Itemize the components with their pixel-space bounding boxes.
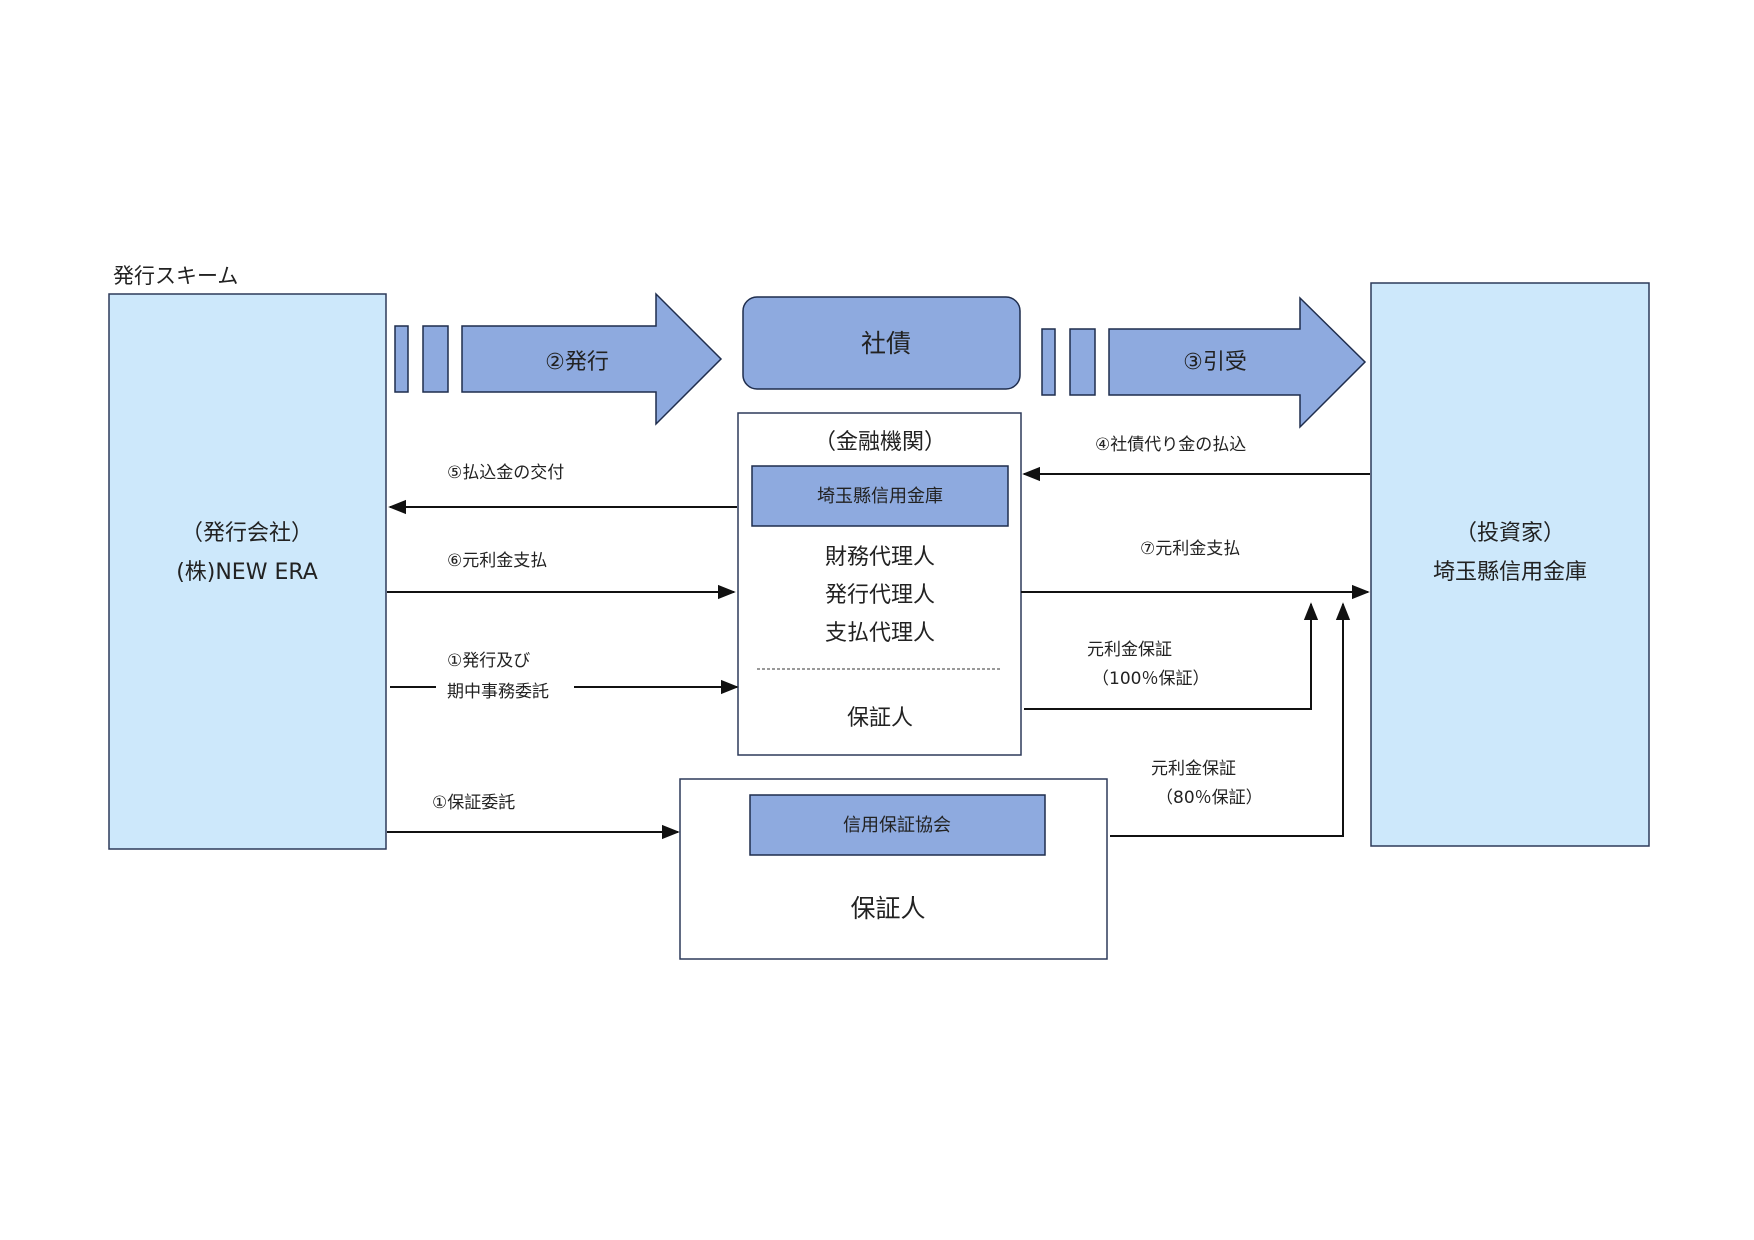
guarantee-association-name: 信用保証協会 [843,815,951,836]
financial-institution-name: 埼玉縣信用金庫 [817,486,943,507]
guarantee-association-box: 信用保証協会 保証人 [679,778,1108,960]
financial-institution-name-box [751,465,1009,527]
financial-institution-header: （金融機関） [814,430,946,455]
payment-delivery-flow: ⑤払込金の交付 [388,463,737,515]
issue-arrow-stripe-2 [422,325,449,393]
principal-interest-to-investor-label: ⑦元利金支払 [1140,539,1240,559]
bond-payment-label: ④社債代り金の払込 [1095,435,1246,455]
investor-box: （投資家） 埼玉縣信用金庫 [1370,282,1650,847]
bond-label: 社債 [861,329,911,358]
guarantee-80-label-line1: 元利金保証 [1151,759,1236,779]
financial-institution-guarantor: 保証人 [847,706,913,731]
diagram-title: 発行スキーム [113,264,238,288]
issuing-agent-role: 発行代理人 [825,583,935,608]
bond-payment-flow: ④社債代り金の払込 [1022,435,1370,482]
issue-arrow-label: ②発行 [545,350,609,375]
guarantee-commission-flow: ①保証委託 [387,793,680,840]
principal-interest-to-agent-flow: ⑥元利金支払 [387,551,736,600]
issuance-commission-flow: ①発行及び 期中事務委託 [390,651,739,702]
guarantee-100-label-line1: 元利金保証 [1087,640,1172,660]
principal-interest-to-investor-flow: ⑦元利金支払 [1021,539,1370,600]
payment-delivery-label: ⑤払込金の交付 [447,463,564,483]
guarantee-association-name-box [749,794,1046,856]
issue-arrow-body [461,292,723,426]
issuer-box: （発行会社） (株)NEW ERA [108,293,387,850]
issuance-commission-label-line2: 期中事務委託 [447,682,549,702]
issuer-role: （発行会社） [181,521,313,546]
bond-box: 社債 [742,296,1021,390]
guarantee-100-flow: 元利金保証 （100％保証） [1024,602,1319,710]
guarantee-80-flow: 元利金保証 （80％保証） [1110,602,1351,837]
principal-interest-to-agent-label: ⑥元利金支払 [447,551,547,571]
fiscal-agent-role: 財務代理人 [825,545,935,570]
guarantee-commission-label: ①保証委託 [432,793,515,813]
investor-name: 埼玉縣信用金庫 [1433,560,1587,585]
underwrite-arrow-stripe-1 [1041,328,1056,396]
issuance-commission-label-line1: ①発行及び [447,651,530,671]
guarantee-association-guarantor: 保証人 [850,894,925,923]
issue-arrow-stripe-1 [394,325,409,393]
underwrite-arrow-stripe-2 [1069,328,1096,396]
financial-institution-box: （金融機関） 埼玉縣信用金庫 財務代理人 発行代理人 支払代理人 保証人 [737,412,1022,756]
investor-role: （投資家） [1455,521,1565,546]
underwrite-arrow-body [1108,296,1367,429]
guarantee-80-label-line2: （80％保証） [1156,788,1263,808]
underwrite-block-arrow: ③引受 [1041,296,1367,429]
issue-block-arrow: ②発行 [394,292,723,426]
paying-agent-role: 支払代理人 [825,621,935,646]
issuer-name: (株)NEW ERA [176,560,318,585]
guarantee-80-arrow [1110,602,1351,837]
guarantee-100-label-line2: （100％保証） [1092,669,1209,689]
guarantee-100-arrow [1024,602,1319,710]
underwrite-arrow-label: ③引受 [1183,350,1247,375]
